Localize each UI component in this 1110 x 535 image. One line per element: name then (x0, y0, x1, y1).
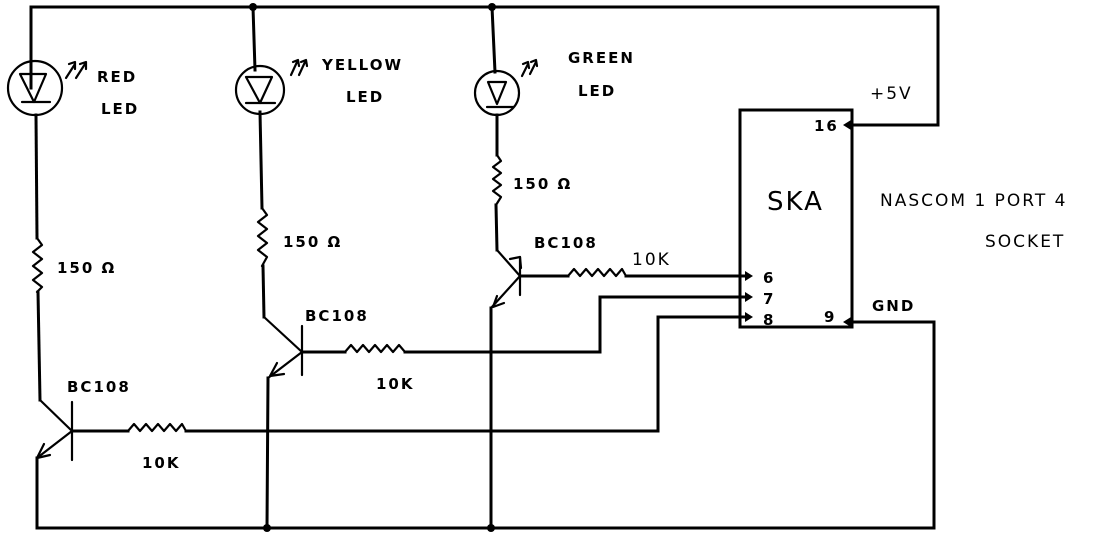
ska-connector-box (738, 108, 854, 329)
yellow-channel: YELLOW LED 150 Ω BC108 10K (234, 5, 747, 530)
red-collector-resistor-label: 150 Ω (57, 259, 116, 277)
yellow-base-resistor-label: 10K (376, 375, 415, 393)
green-led-label-line1: GREEN (568, 49, 635, 67)
pin-7-label: 7 (763, 290, 775, 308)
red-led-icon (6, 59, 88, 117)
pin-7-arrow-icon (745, 292, 753, 302)
ska-connector-name: SKA (767, 187, 824, 217)
connector-description-line1: NASCOM 1 PORT 4 (880, 191, 1068, 211)
red-channel: RED LED 150 Ω BC108 10K (6, 5, 747, 472)
pin-8-arrow-icon (745, 312, 753, 322)
yellow-led-label-line1: YELLOW (321, 56, 403, 74)
red-base-wire (184, 315, 747, 433)
pin-9-arrow-icon (843, 317, 851, 327)
pin-6-arrow-icon (745, 271, 753, 281)
red-led-label-line2: LED (101, 100, 139, 118)
red-transistor-label: BC108 (67, 378, 131, 396)
supply-rail-wire (29, 5, 940, 127)
pin-6-label: 6 (763, 269, 775, 287)
yellow-collector-resistor-icon (256, 206, 269, 268)
green-collector-resistor-label: 150 Ω (513, 175, 572, 193)
red-base-resistor-label: 10K (142, 454, 181, 472)
red-collector-resistor-icon (31, 236, 44, 294)
ground-label: GND (872, 297, 915, 315)
supply-label: +5V (870, 84, 913, 104)
green-base-resistor-label: 10K (632, 250, 671, 270)
green-transistor-icon (489, 248, 523, 310)
yellow-led-icon (234, 58, 309, 116)
yellow-led-label-line2: LED (346, 88, 384, 106)
yellow-collector-resistor-label: 150 Ω (283, 233, 342, 251)
green-channel: GREEN LED 150 Ω BC108 10K (473, 5, 747, 530)
pin-16-arrow-icon (843, 120, 851, 130)
green-led-label-line2: LED (578, 82, 616, 100)
pin-16-label: 16 (814, 117, 839, 135)
ground-rail-wire (35, 320, 936, 530)
yellow-transistor-icon (262, 315, 304, 380)
yellow-base-wire (403, 295, 747, 354)
yellow-base-resistor-icon (343, 343, 407, 354)
green-led-icon (473, 58, 539, 117)
red-base-resistor-icon (126, 422, 188, 433)
red-transistor-icon (35, 398, 74, 462)
green-collector-resistor-icon (491, 153, 503, 207)
connector-description-line2: SOCKET (985, 232, 1065, 252)
green-base-resistor-icon (566, 267, 628, 278)
green-transistor-label: BC108 (534, 234, 598, 252)
pin-9-label: 9 (824, 308, 836, 326)
yellow-transistor-label: BC108 (305, 307, 369, 325)
pin-8-label: 8 (763, 311, 775, 329)
ska-connector: SKA 16 6 7 8 9 (738, 108, 854, 329)
red-led-label-line1: RED (97, 68, 137, 86)
